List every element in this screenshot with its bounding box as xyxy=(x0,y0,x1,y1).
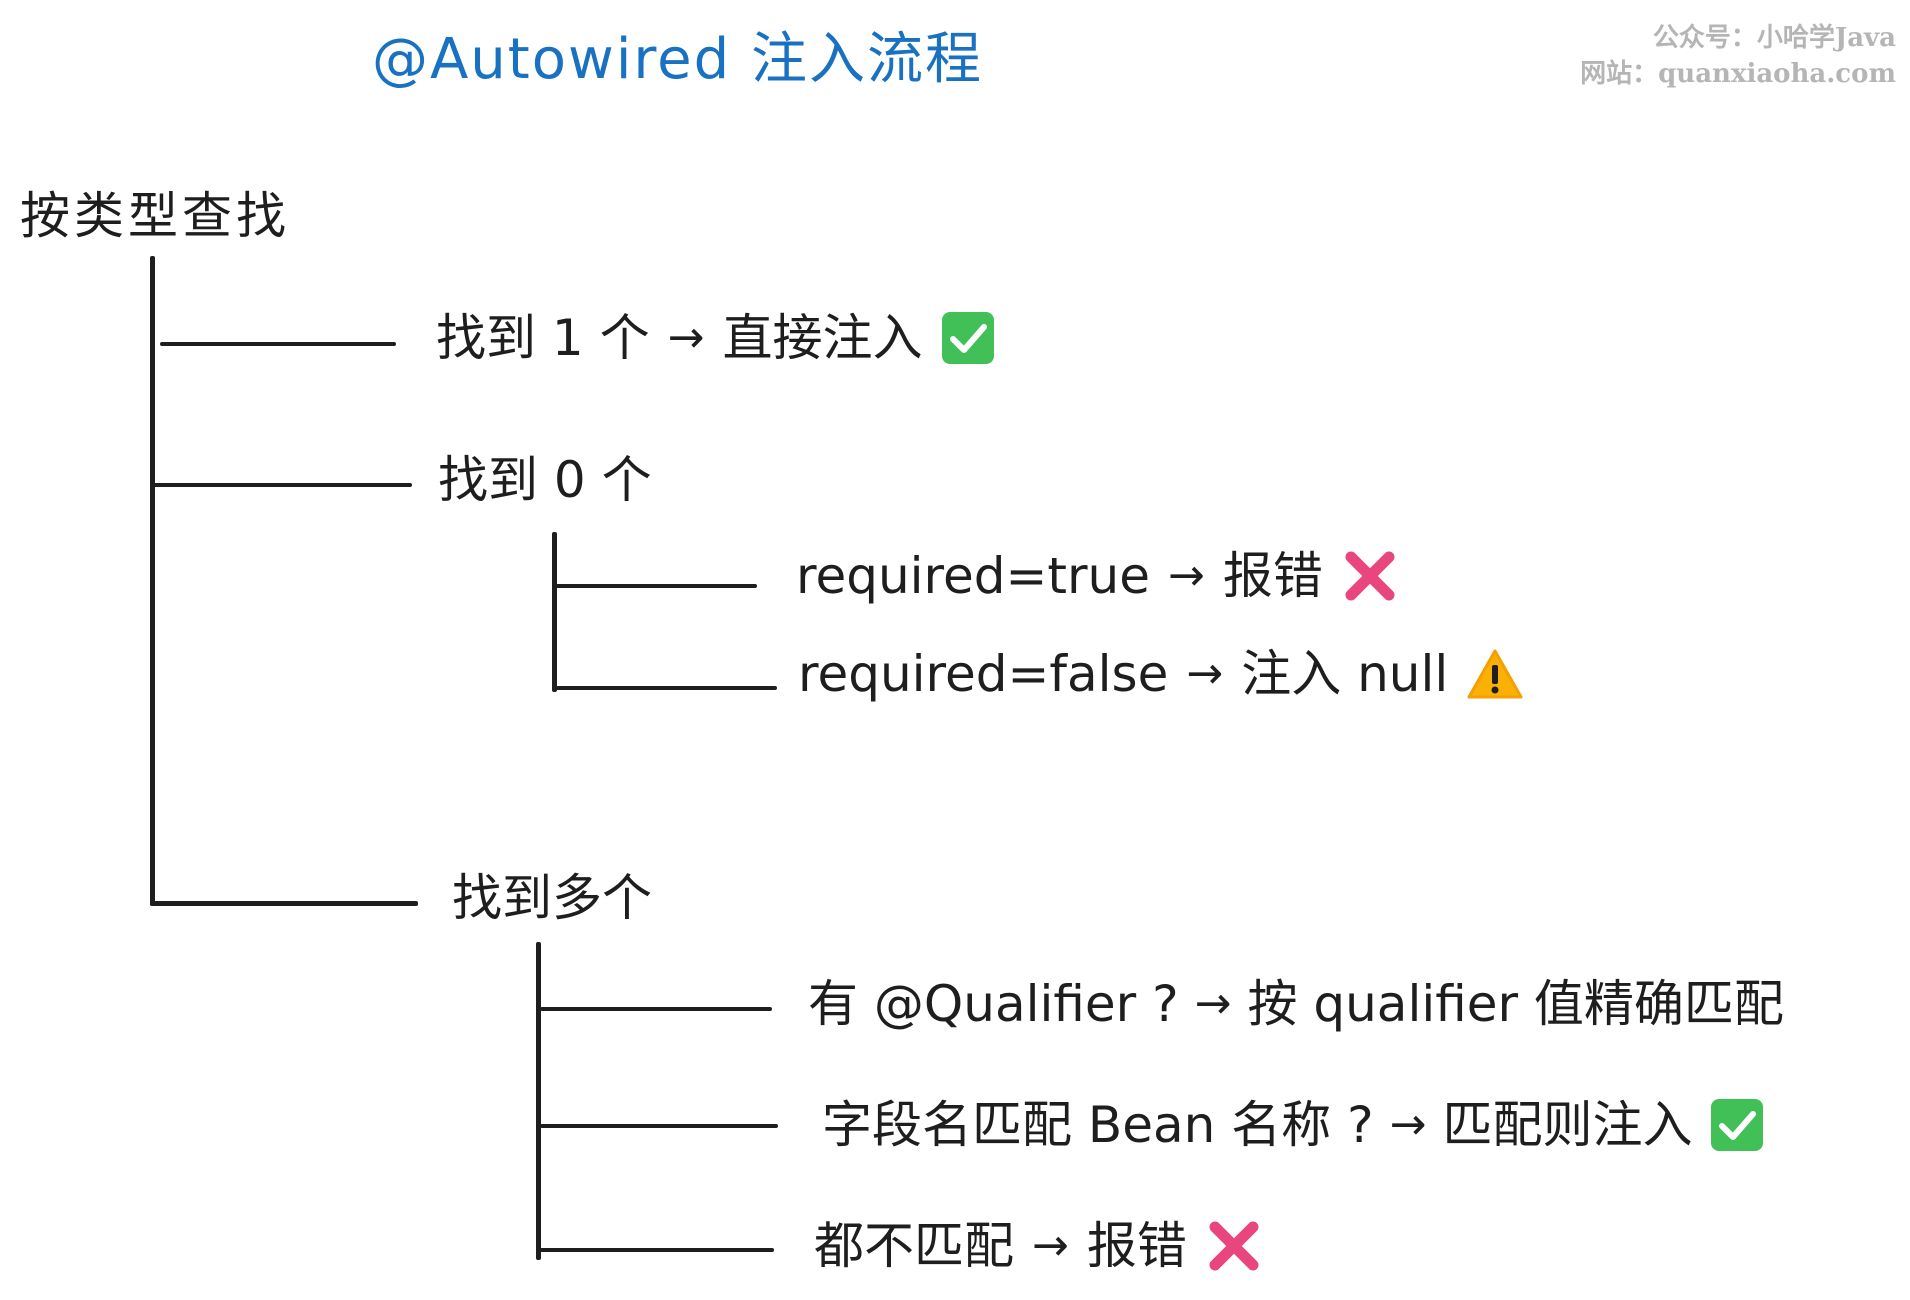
node-required-false: required=false → 注入 null xyxy=(798,644,1524,704)
found-one-result: 直接注入 xyxy=(722,309,923,367)
qualifier-result: 按 qualifier 值精确匹配 xyxy=(1247,975,1784,1033)
arrow: → xyxy=(667,312,705,363)
sub-branch-line-no-match xyxy=(536,1248,774,1252)
field-name-result: 匹配则注入 xyxy=(1442,1096,1693,1154)
warning-icon xyxy=(1466,648,1524,700)
found-many-label: 找到多个 xyxy=(452,869,652,927)
sub-branch-line-qualifier xyxy=(540,1007,772,1011)
arrow: → xyxy=(1032,1220,1069,1271)
diagram-title: @Autowired 注入流程 xyxy=(372,27,983,92)
found-zero-label: 找到 0 个 xyxy=(438,451,652,509)
field-name-label: 字段名匹配 Bean 名称 ? xyxy=(822,1096,1374,1154)
trunk-line xyxy=(150,256,155,906)
watermark-line-2: 网站：quanxiaoha.com xyxy=(1580,59,1896,89)
no-match-label: 都不匹配 xyxy=(814,1217,1014,1275)
no-match-result: 报错 xyxy=(1086,1217,1187,1275)
node-required-true: required=true → 报错 xyxy=(796,546,1399,606)
cross-icon xyxy=(1205,1217,1263,1275)
found-one-label: 找到 1 个 xyxy=(436,309,650,367)
sub-branch-line-required-true xyxy=(555,584,757,588)
node-found-one: 找到 1 个 → 直接注入 xyxy=(436,308,996,368)
required-true-label: required=true xyxy=(796,547,1151,605)
watermark: 公众号：小哈学Java 网站：quanxiaoha.com xyxy=(1580,20,1896,92)
node-field-name: 字段名匹配 Bean 名称 ? → 匹配则注入 xyxy=(822,1095,1765,1155)
arrow: → xyxy=(1194,978,1232,1029)
required-false-result: 注入 null xyxy=(1241,645,1449,703)
node-found-many: 找到多个 xyxy=(452,868,652,928)
required-false-label: required=false xyxy=(798,645,1169,703)
check-icon xyxy=(1709,1097,1765,1153)
check-icon xyxy=(940,310,996,366)
branch-line-found-many xyxy=(150,901,418,906)
watermark-line-1: 公众号：小哈学Java xyxy=(1652,23,1896,53)
arrow: → xyxy=(1389,1099,1427,1150)
arrow: → xyxy=(1168,550,1205,601)
branch-line-found-one xyxy=(160,342,396,346)
root-node: 按类型查找 xyxy=(20,187,290,245)
sub-trunk-found-zero xyxy=(552,532,557,692)
sub-trunk-found-many xyxy=(536,942,541,1260)
sub-branch-line-required-false xyxy=(555,686,777,690)
node-no-match: 都不匹配 → 报错 xyxy=(814,1216,1263,1276)
sub-branch-line-field-name xyxy=(540,1124,778,1128)
required-true-result: 报错 xyxy=(1222,547,1323,605)
node-qualifier: 有 @Qualifier ? → 按 qualifier 值精确匹配 xyxy=(808,974,1784,1034)
qualifier-label: 有 @Qualifier ? xyxy=(808,975,1179,1033)
branch-line-found-zero xyxy=(150,483,412,487)
cross-icon xyxy=(1341,547,1399,605)
node-found-zero: 找到 0 个 xyxy=(438,450,652,510)
arrow: → xyxy=(1186,648,1224,699)
